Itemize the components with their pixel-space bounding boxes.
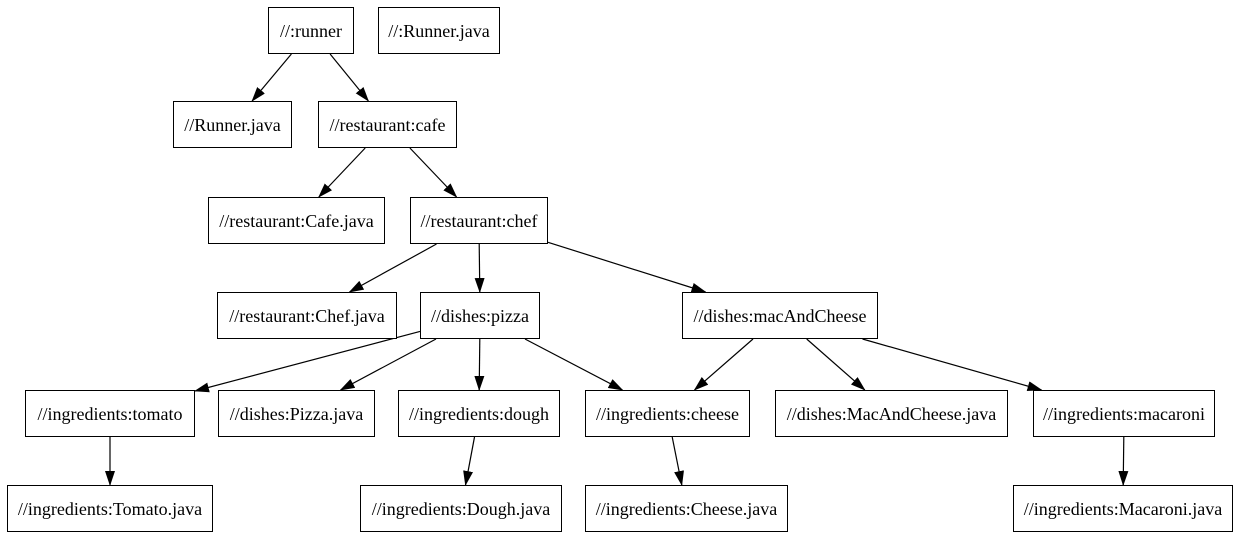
- graph-node-macaroni_java: //ingredients:Macaroni.java: [1013, 485, 1233, 532]
- graph-edge-cheese-to-cheese_java: [671, 436, 684, 486]
- graph-edge-pizza-to-tomato: [194, 330, 421, 393]
- graph-node-tomato: //ingredients:tomato: [25, 390, 195, 437]
- graph-edge-macaroni-to-macaroni_java: [1118, 436, 1129, 486]
- graph-edge-cafe-to-cafe_java: [318, 147, 366, 198]
- graph-node-runner: //:runner: [268, 7, 354, 54]
- graph-node-mac_and_cheese_java: //dishes:MacAndCheese.java: [775, 390, 1008, 437]
- graph-node-tomato_java: //ingredients:Tomato.java: [7, 485, 213, 532]
- graph-edge-runner-to-runner_java: [251, 53, 292, 102]
- graph-edge-mac_and_cheese-to-mac_and_cheese_java: [806, 338, 866, 391]
- graph-node-chef_java: //restaurant:Chef.java: [217, 292, 397, 339]
- edge-group: [105, 53, 1129, 486]
- graph-node-cheese: //ingredients:cheese: [585, 390, 750, 437]
- graph-node-cafe_java: //restaurant:Cafe.java: [208, 197, 385, 244]
- graph-node-cheese_java: //ingredients:Cheese.java: [585, 485, 788, 532]
- graph-node-chef: //restaurant:chef: [410, 197, 548, 244]
- graph-edge-chef-to-chef_java: [348, 243, 437, 293]
- graph-node-pizza_java: //dishes:Pizza.java: [218, 390, 375, 437]
- graph-node-macaroni: //ingredients:macaroni: [1033, 390, 1215, 437]
- graph-node-runner_java: //Runner.java: [173, 101, 292, 148]
- graph-edge-runner-to-cafe: [329, 53, 370, 102]
- graph-node-mac_and_cheese: //dishes:macAndCheese: [682, 292, 878, 339]
- graph-node-pizza: //dishes:pizza: [420, 292, 540, 339]
- graph-edge-pizza-to-pizza_java: [339, 338, 437, 391]
- graph-node-dough_java: //ingredients:Dough.java: [360, 485, 562, 532]
- graph-edge-dough-to-dough_java: [463, 436, 476, 486]
- graph-edge-mac_and_cheese-to-macaroni: [862, 338, 1043, 391]
- graph-node-dough: //ingredients:dough: [398, 390, 560, 437]
- graph-edge-cafe-to-chef: [409, 147, 458, 198]
- graph-edge-chef-to-pizza: [474, 243, 485, 293]
- graph-node-runner_java_root: //:Runner.java: [378, 7, 500, 54]
- graph-edge-pizza-to-cheese: [524, 338, 624, 391]
- graph-edge-chef-to-mac_and_cheese: [547, 241, 707, 293]
- graph-edge-mac_and_cheese-to-cheese: [693, 338, 754, 391]
- graph-node-cafe: //restaurant:cafe: [318, 101, 457, 148]
- graph-edge-pizza-to-dough: [474, 338, 485, 391]
